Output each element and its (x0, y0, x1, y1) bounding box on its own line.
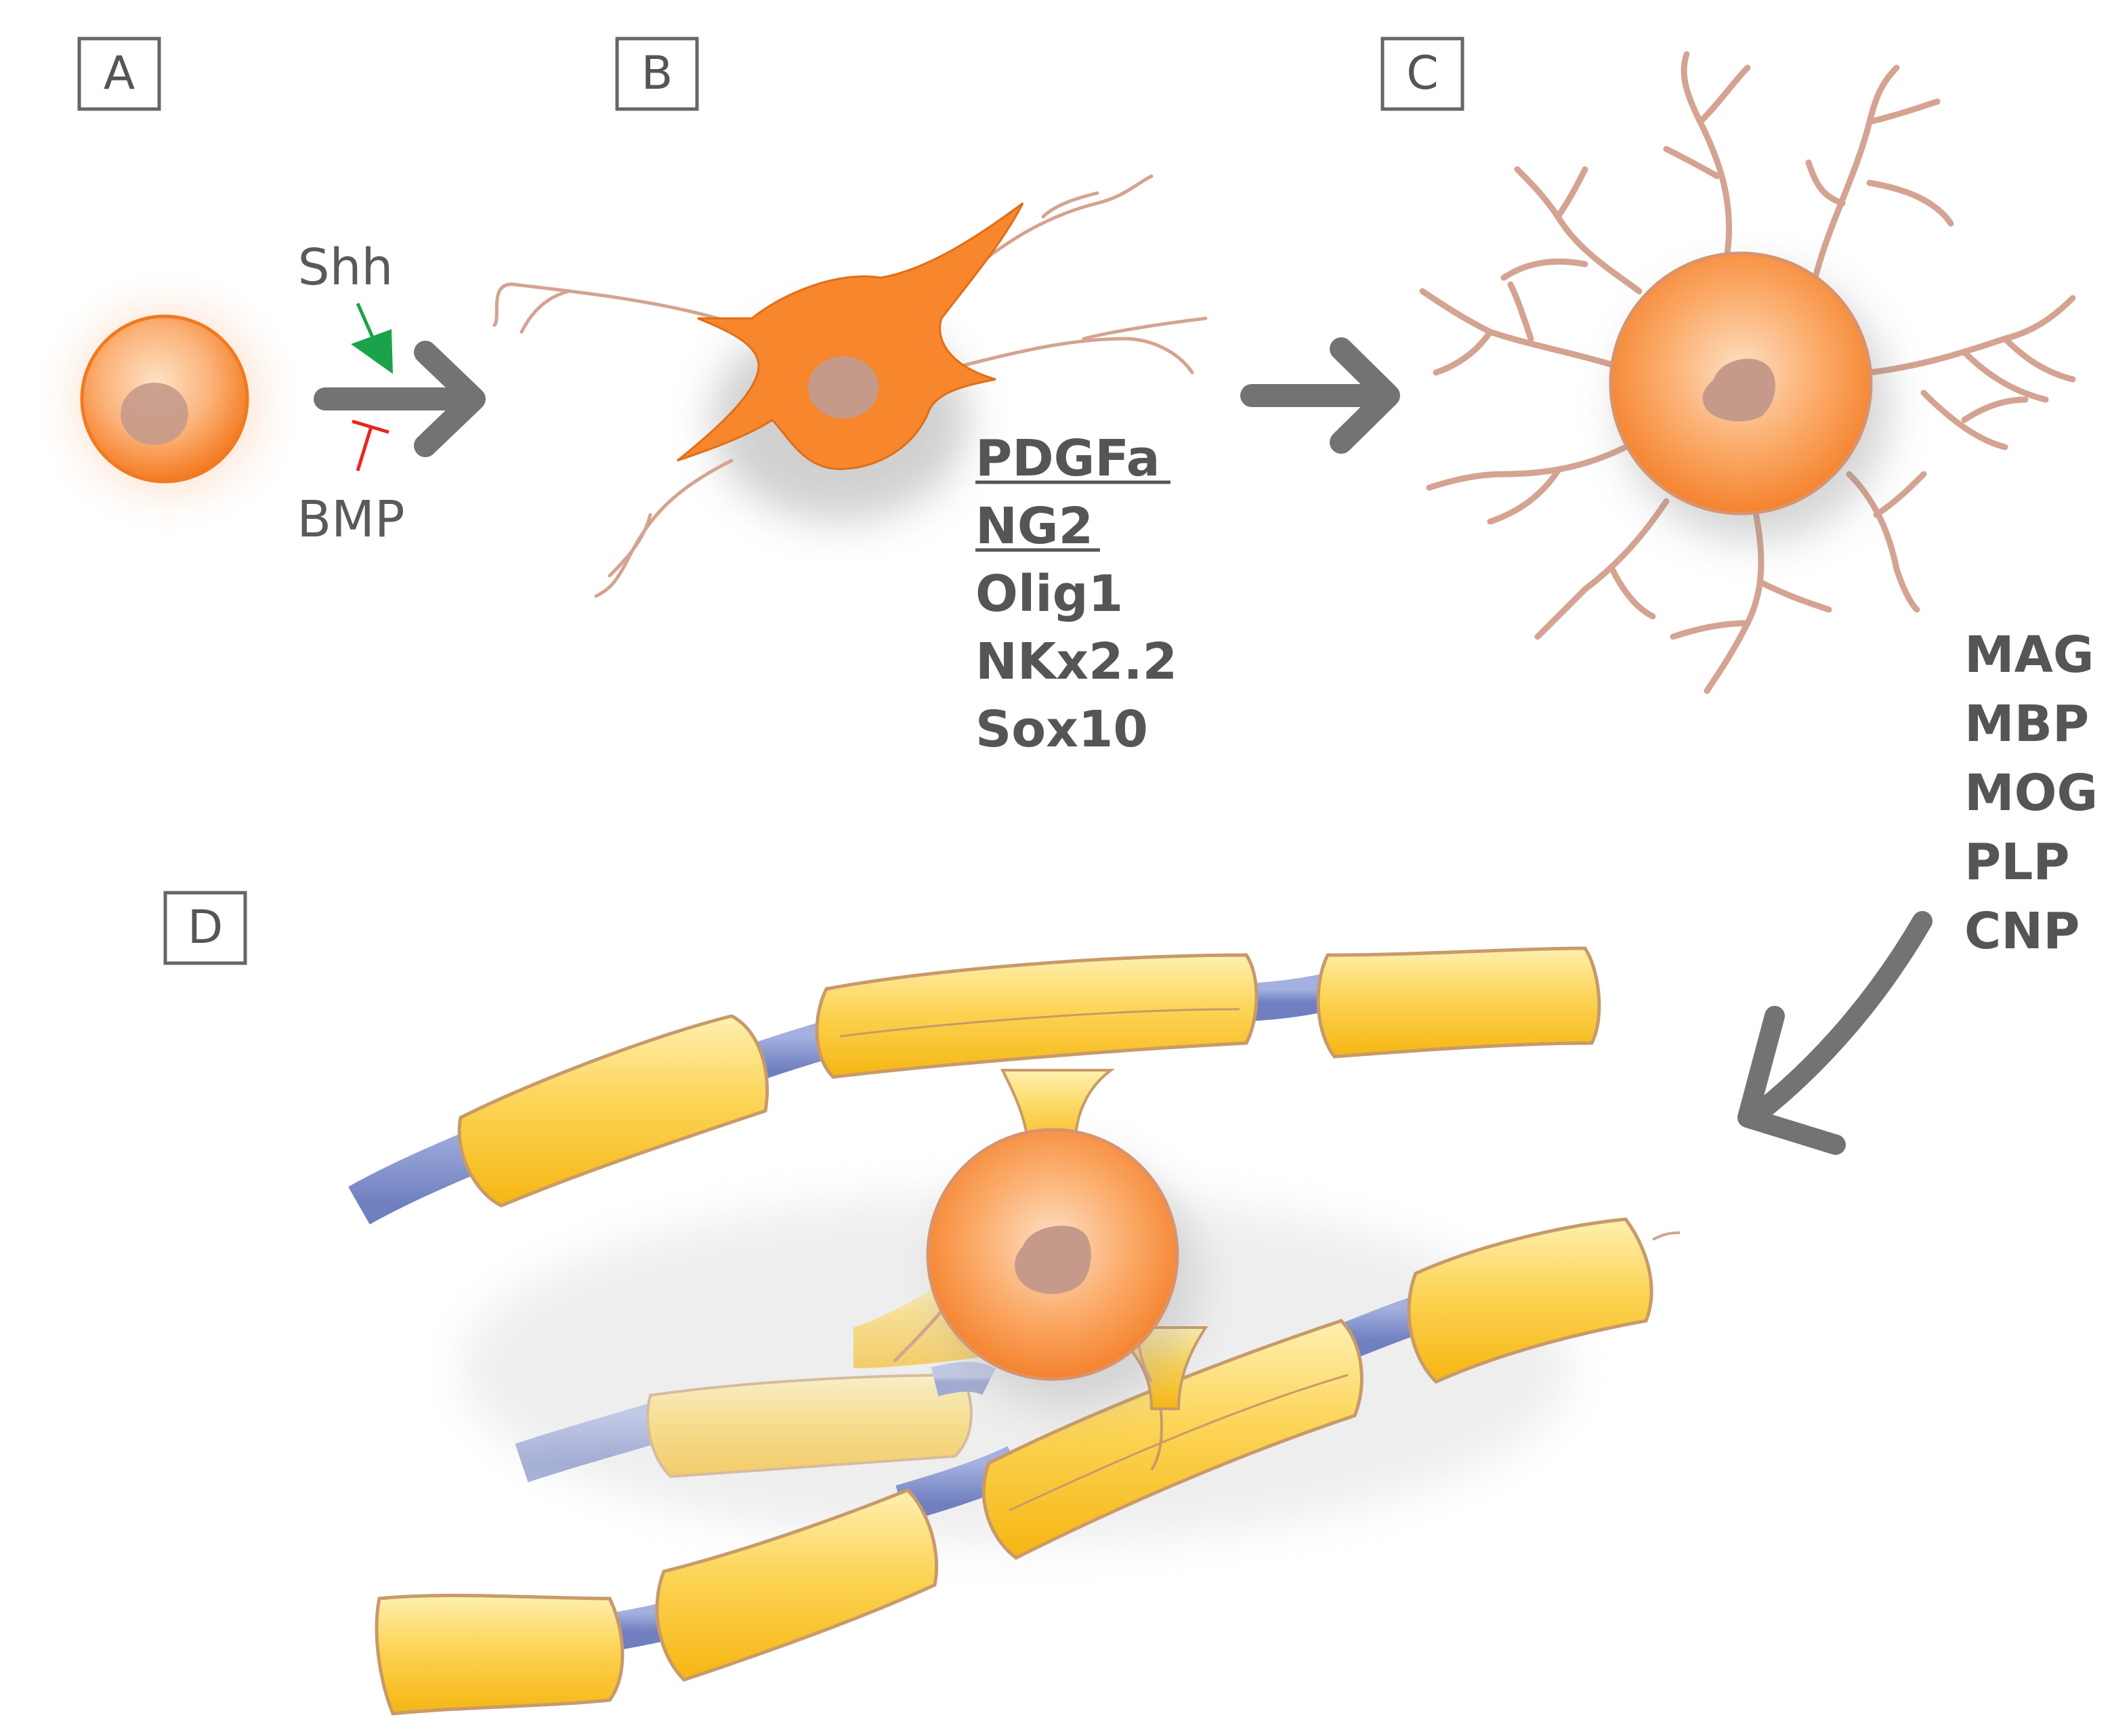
opc-cell (492, 174, 1208, 598)
panel-label-c: C (1380, 37, 1464, 111)
svg-text:C: C (1406, 47, 1438, 100)
opc-marker-list: PDGFa NG2 Olig1 NKx2.2 Sox10 (975, 429, 1177, 759)
transition-arrow-b-c (1240, 337, 1400, 454)
marker-mag: MAG (1964, 626, 2094, 684)
panel-label-b: B (615, 37, 699, 111)
marker-olig1: Olig1 (975, 565, 1123, 623)
marker-pdgfa: PDGFa (975, 429, 1160, 488)
marker-mbp: MBP (1964, 695, 2089, 753)
opc-body (677, 202, 1024, 470)
myelin-sheath (815, 953, 1259, 1079)
opc-processes (492, 174, 1208, 598)
transition-arrow-a-b (314, 341, 486, 457)
inhibition-bar-icon (352, 419, 389, 471)
myelin-sheath (1407, 1217, 1653, 1384)
svg-text:D: D (188, 901, 223, 954)
progenitor-cell (73, 306, 263, 496)
marker-cnp: CNP (1964, 902, 2079, 960)
panel-label-d: D (163, 891, 247, 965)
myelin-sheath (457, 1014, 769, 1208)
activation-arrow-icon (351, 302, 393, 374)
myelin-sheath (655, 1488, 939, 1682)
upper-myelin-sheaths (457, 946, 1601, 1208)
marker-ng2: NG2 (975, 497, 1093, 555)
myelin-sheath (1316, 946, 1601, 1059)
mature-oligodendrocyte (1419, 51, 2076, 694)
svg-text:A: A (104, 47, 135, 100)
opc-nucleus (808, 356, 879, 419)
marker-plp: PLP (1964, 833, 2070, 891)
lower-myelin-sheaths (375, 1217, 1653, 1716)
svg-text:B: B (641, 47, 673, 100)
myelin-sheath (375, 1594, 625, 1716)
myelinating-cell-nucleus (1015, 1225, 1091, 1294)
marker-mog: MOG (1964, 764, 2098, 822)
oligodendrocyte-nucleus (1702, 358, 1775, 422)
marker-sox10: Sox10 (975, 700, 1148, 759)
bmp-label: BMP (297, 490, 404, 549)
transition-arrow-c-d (1737, 911, 1933, 1155)
myelination-scene (348, 946, 1681, 1716)
myelin-marker-list: MAG MBP MOG PLP CNP (1964, 626, 2098, 960)
marker-nkx22: NKx2.2 (975, 633, 1177, 691)
progenitor-nucleus (121, 383, 188, 445)
shh-label: Shh (298, 238, 394, 297)
panel-label-a: A (77, 37, 161, 111)
